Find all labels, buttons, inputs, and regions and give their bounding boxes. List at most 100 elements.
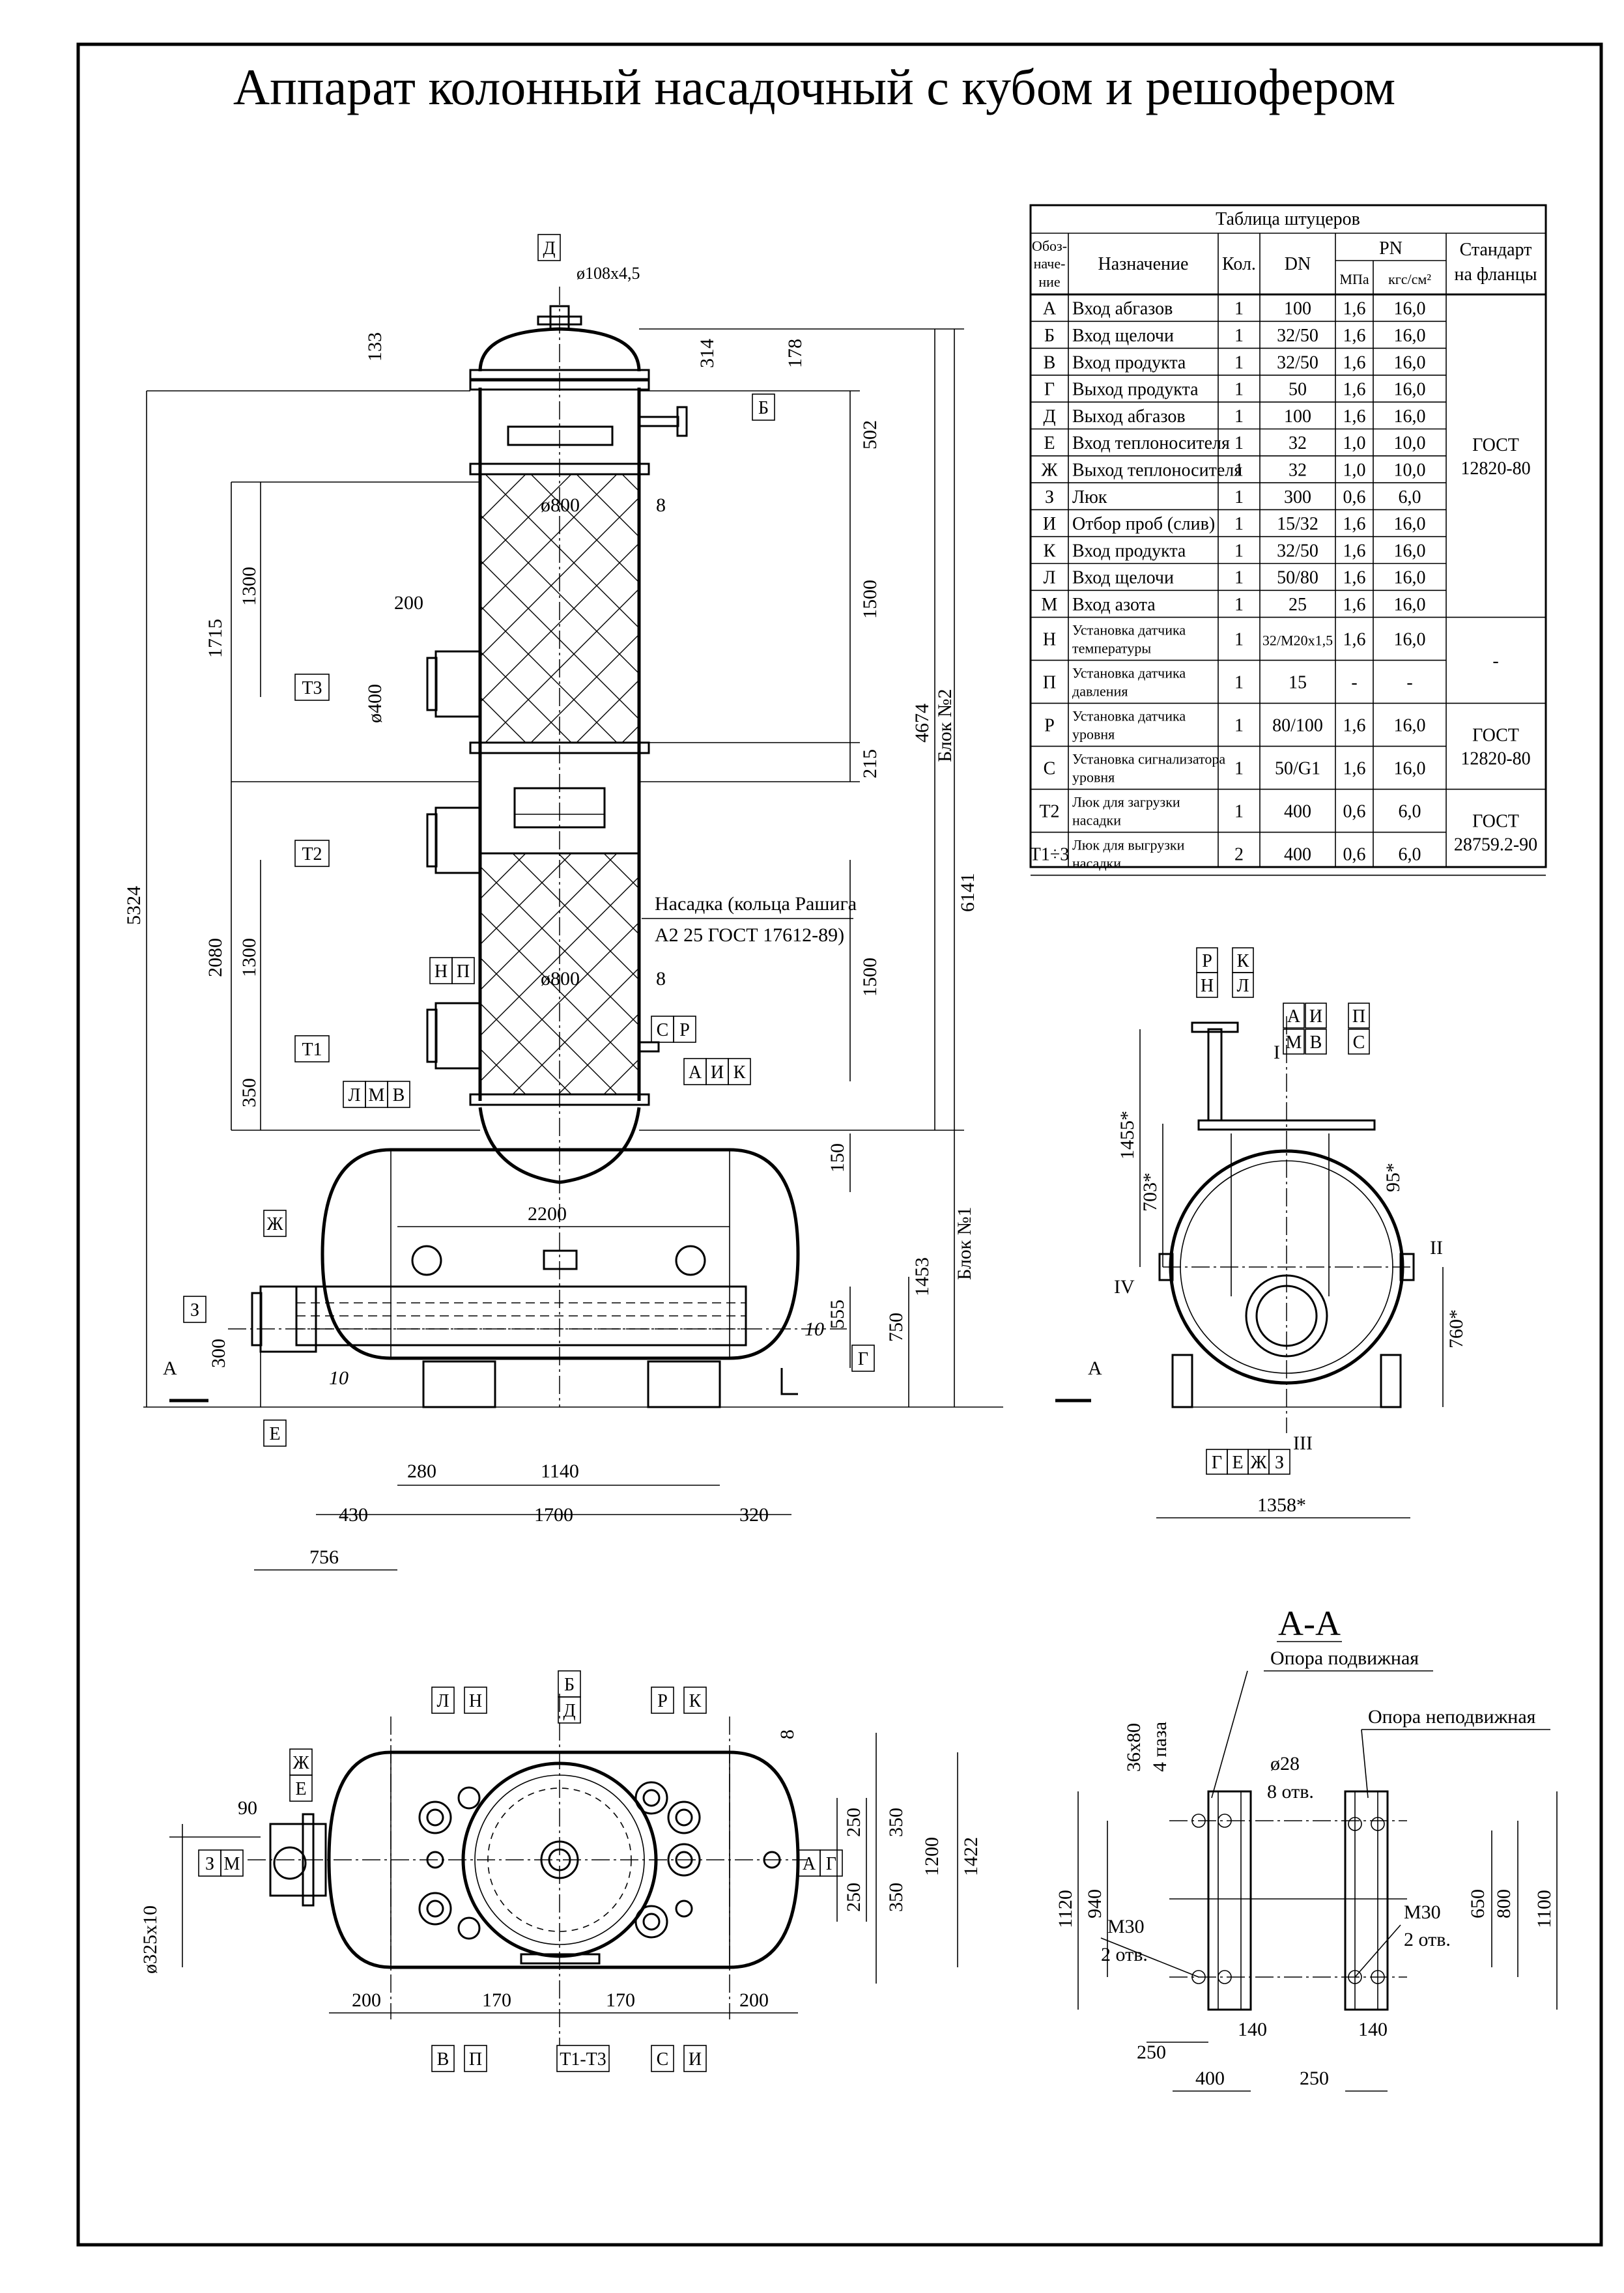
top-dim-170-left: 170 <box>482 1989 511 2011</box>
side-roman-4: IV <box>1114 1276 1135 1298</box>
table-cell-id: С <box>1044 759 1056 779</box>
table-cell-dn: 32/50 <box>1277 326 1318 346</box>
table-cell-name: уровня <box>1072 726 1115 743</box>
top-tag-e: Е <box>295 1779 306 1799</box>
table-cell-dn: 50/80 <box>1277 568 1318 588</box>
table-cell-dn: 15/32 <box>1277 514 1318 534</box>
table-cell-mpa: 1,6 <box>1343 568 1366 588</box>
dim-10-left: 10 <box>329 1367 349 1389</box>
table-cell-id: Ж <box>1041 460 1058 480</box>
table-cell-qty: 1 <box>1234 630 1244 650</box>
aa-dim-400: 400 <box>1195 2068 1225 2089</box>
table-cell-id: Г <box>1044 380 1055 400</box>
top-tag-k: К <box>689 1691 702 1711</box>
side-tag-i: И <box>1309 1006 1322 1027</box>
table-cell-kgf: 16,0 <box>1394 595 1426 615</box>
table-cell-mpa: 0,6 <box>1343 845 1366 865</box>
tag-k: К <box>734 1062 746 1083</box>
tag-v: В <box>393 1085 405 1105</box>
drawing-title: Аппарат колонный насадочный с кубом и ре… <box>233 59 1395 115</box>
table-cell-qty: 1 <box>1234 299 1244 319</box>
table-cell-standard: - <box>1492 651 1498 672</box>
table-cell-mpa: 1,6 <box>1343 541 1366 561</box>
table-cell-kgf: 16,0 <box>1394 326 1426 346</box>
dim-d400: ø400 <box>364 684 386 723</box>
table-cell-dn: 80/100 <box>1272 716 1323 736</box>
table-cell-standard: ГОСТ <box>1472 435 1519 455</box>
aa-dim-800: 800 <box>1493 1889 1515 1918</box>
dim-430: 430 <box>339 1504 368 1526</box>
top-tag-z: З <box>205 1854 214 1874</box>
table-cell-qty: 1 <box>1234 326 1244 346</box>
tag-l: Л <box>349 1085 361 1105</box>
dim-5324: 5324 <box>123 886 145 925</box>
top-tag-r: Р <box>657 1691 668 1711</box>
table-cell-id: И <box>1043 514 1056 534</box>
top-tag-i: И <box>689 2049 702 2070</box>
side-tag-m: М <box>1286 1033 1302 1053</box>
dim-1453: 1453 <box>911 1257 933 1296</box>
dim-6141: 6141 <box>957 873 978 912</box>
table-cell-id: В <box>1044 352 1056 373</box>
table-cell-qty: 1 <box>1234 380 1244 400</box>
dim-2200: 2200 <box>528 1203 567 1225</box>
table-cell-kgf: 10,0 <box>1394 433 1426 453</box>
dim-215: 215 <box>859 749 881 778</box>
tag-g: Г <box>858 1349 868 1369</box>
table-cell-name: Установка сигнализатора <box>1072 751 1225 767</box>
side-tag-g: Г <box>1212 1453 1222 1473</box>
table-cell-standard: ГОСТ <box>1472 726 1519 746</box>
top-dim-1422: 1422 <box>960 1837 982 1876</box>
table-cell-mpa: 0,6 <box>1343 487 1366 507</box>
side-tag-zh: Ж <box>1250 1453 1267 1473</box>
table-cell-mpa: 1,6 <box>1343 326 1366 346</box>
table-cell-name: Вход теплоносителя <box>1072 433 1230 453</box>
dim-1500-lower: 1500 <box>859 958 881 997</box>
table-cell-kgf: 16,0 <box>1394 759 1426 779</box>
table-cell-id: М <box>1042 595 1058 615</box>
dim-300: 300 <box>208 1339 229 1368</box>
table-cell-name: насадки <box>1072 812 1121 829</box>
table-cell-qty: 1 <box>1234 460 1244 480</box>
table-cell-kgf: 10,0 <box>1394 460 1426 480</box>
side-tag-e: Е <box>1232 1453 1243 1473</box>
table-cell-qty: 1 <box>1234 487 1244 507</box>
table-cell-kgf: 16,0 <box>1394 541 1426 561</box>
tag-t3: Т3 <box>302 678 322 698</box>
table-cell-dn: 25 <box>1289 595 1307 615</box>
table-cell-kgf: 6,0 <box>1399 487 1421 507</box>
table-header-designation-2: наче- <box>1034 255 1066 272</box>
packing-note-line1: Насадка (кольца Рашига <box>655 893 857 915</box>
table-cell-id: З <box>1045 487 1054 507</box>
dim-314: 314 <box>696 339 718 368</box>
table-cell-kgf: 16,0 <box>1394 299 1426 319</box>
tag-a: А <box>689 1062 702 1083</box>
table-header-qty: Кол. <box>1222 254 1256 274</box>
side-tag-s: С <box>1353 1033 1365 1053</box>
table-cell-mpa: 1,0 <box>1343 433 1366 453</box>
top-dim-350-upper: 350 <box>885 1808 907 1837</box>
dim-1140: 1140 <box>541 1460 579 1482</box>
table-cell-mpa: 1,6 <box>1343 514 1366 534</box>
table-cell-qty: 1 <box>1234 568 1244 588</box>
section-mark-a-side: А <box>1088 1358 1102 1379</box>
block-2-label: Блок №2 <box>934 689 956 763</box>
section-mark-a-left: А <box>163 1358 177 1379</box>
table-cell-id: Т1÷3 <box>1030 845 1069 865</box>
dim-1300-upper: 1300 <box>238 567 260 606</box>
table-cell-dn: 400 <box>1284 845 1311 865</box>
dim-320: 320 <box>739 1504 769 1526</box>
table-cell-kgf: 16,0 <box>1394 352 1426 373</box>
table-cell-dn: 15 <box>1289 673 1307 693</box>
sheet-frame <box>76 42 1603 2247</box>
top-dim-1200: 1200 <box>921 1837 943 1876</box>
aa-dim-140-right: 140 <box>1358 2019 1388 2040</box>
table-cell-standard: 12820-80 <box>1460 459 1530 479</box>
movable-support-label: Опора подвижная <box>1270 1647 1419 1669</box>
table-cell-name: Вход абгазов <box>1072 299 1173 319</box>
